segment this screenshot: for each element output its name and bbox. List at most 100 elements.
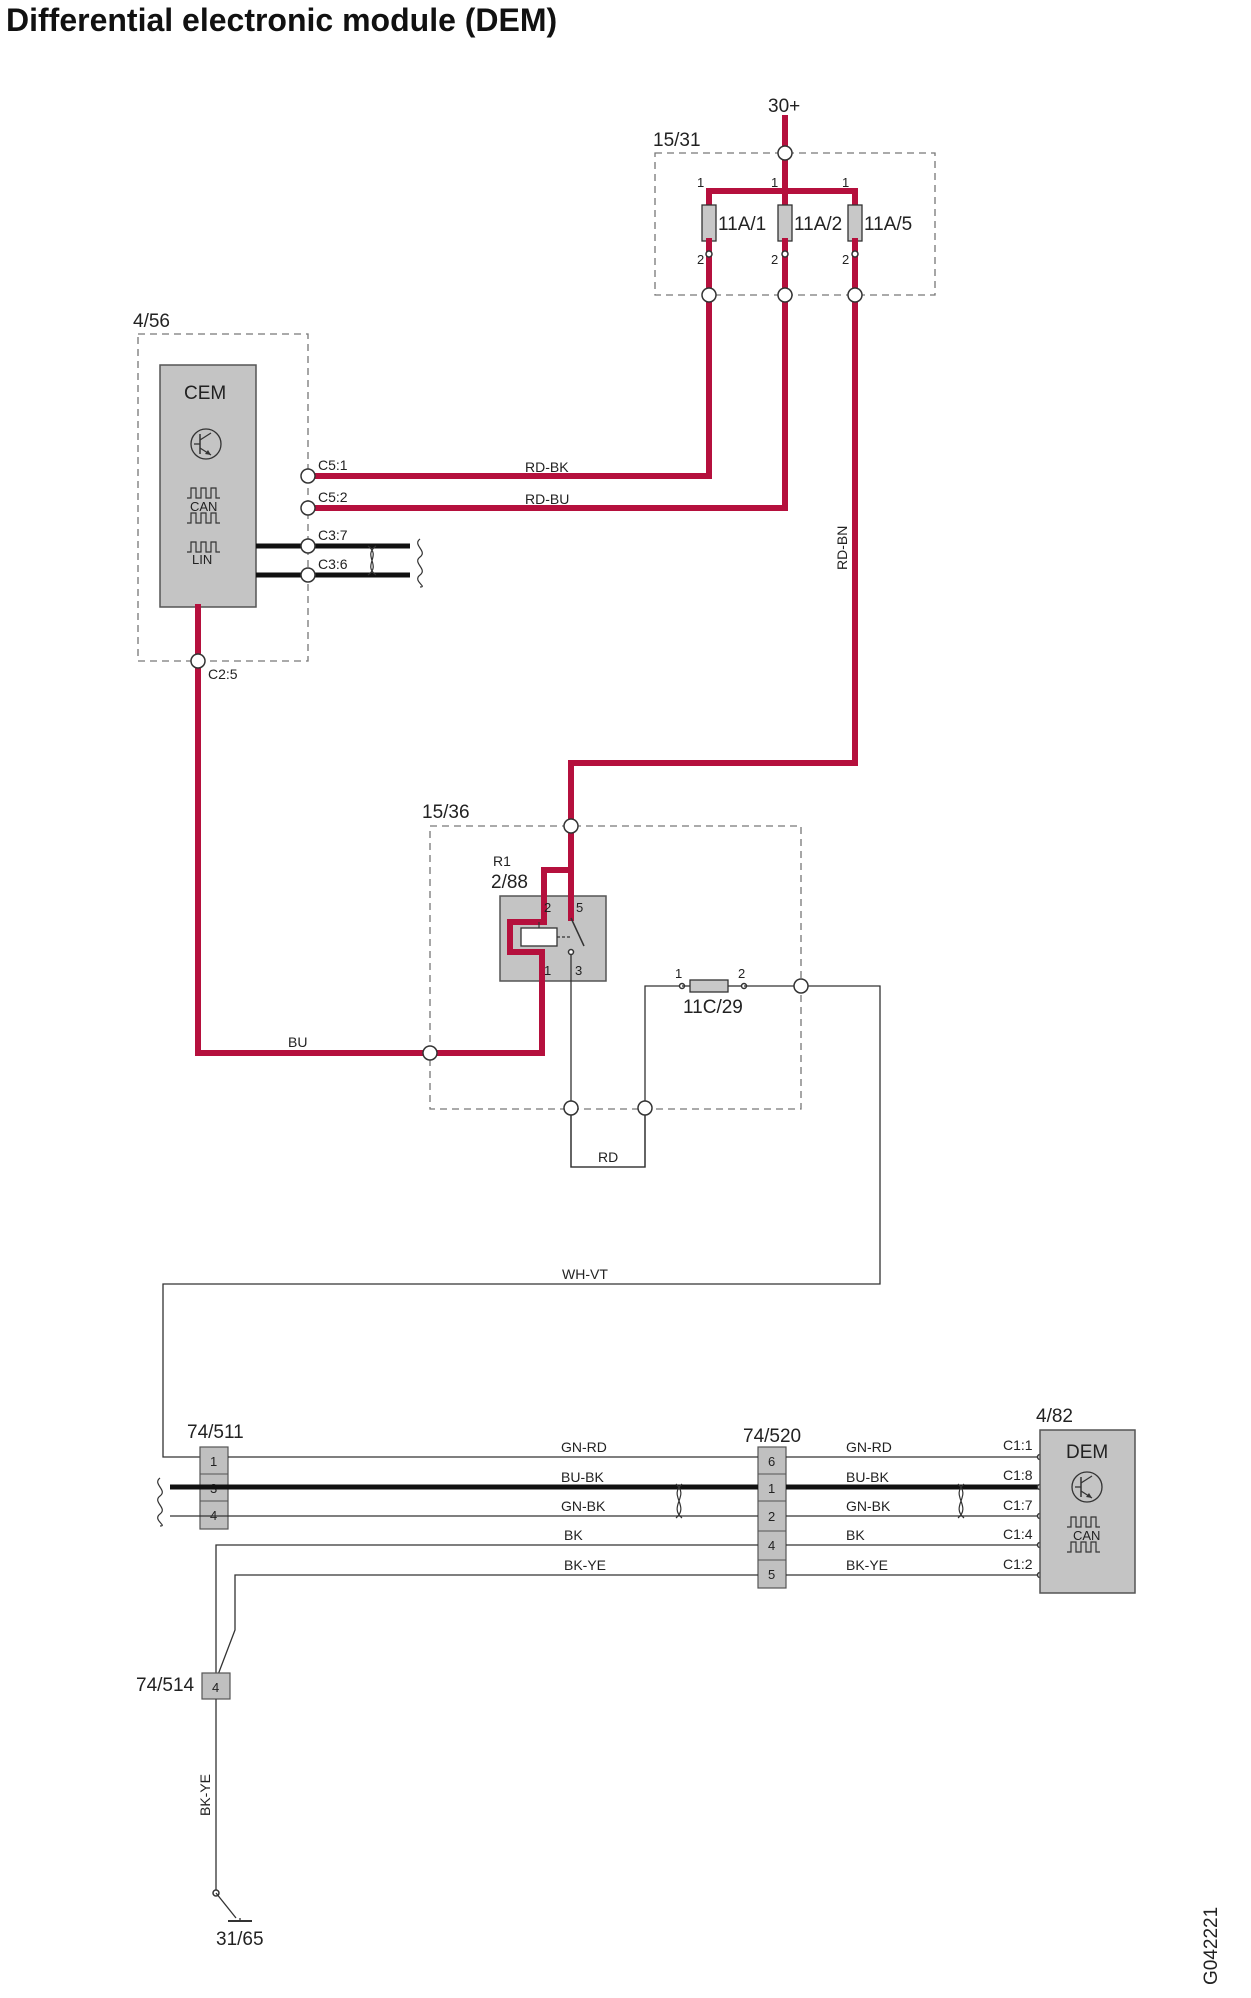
relay-box-node-right xyxy=(793,978,809,994)
twisted-pair-icon xyxy=(957,1483,965,1519)
c514-pin-4: 4 xyxy=(212,1680,219,1695)
fuse-11a5 xyxy=(847,204,863,242)
connector-74-514 xyxy=(201,1672,231,1700)
page-title: Differential electronic module (DEM) xyxy=(6,2,558,38)
wire-gn-rd-label-right: GN-RD xyxy=(846,1439,892,1455)
transistor-icon xyxy=(190,428,222,460)
dem-pin-c1-4: C1:4 xyxy=(1003,1526,1033,1542)
wire-rd-bn-label: RD-BN xyxy=(834,526,850,570)
wire-bu-bk-label-right: BU-BK xyxy=(846,1469,889,1485)
relay-coil xyxy=(520,927,558,947)
node-fuse-11a2 xyxy=(777,287,793,303)
fuse-pin-bottom-3: 2 xyxy=(842,252,849,267)
c520-pin-2: 2 xyxy=(768,1509,775,1524)
cem-pin-c3-7-label: C3:7 xyxy=(318,527,348,543)
wire-bk-label-left: BK xyxy=(564,1527,583,1543)
figure-code: G042221 xyxy=(1201,1907,1222,1985)
fuse-11c29-pin-1: 1 xyxy=(675,966,682,981)
dem-pin-c1-8: C1:8 xyxy=(1003,1467,1033,1483)
ground-label: 31/65 xyxy=(216,1929,264,1950)
connector-74-520-id: 74/520 xyxy=(743,1426,801,1447)
cem-box xyxy=(137,333,309,662)
wire-gn-rd-label-left: GN-RD xyxy=(561,1439,607,1455)
fuse-11c29 xyxy=(689,979,729,993)
cem-pin-c3-6-label: C3:6 xyxy=(318,556,348,572)
dem-module xyxy=(1039,1429,1136,1594)
relay-box-node-top xyxy=(563,818,579,834)
node-fuse-11a1 xyxy=(701,287,717,303)
cem-box-id: 4/56 xyxy=(133,311,170,332)
relay-pin-2: 2 xyxy=(544,900,551,915)
node-fuse-11a5 xyxy=(847,287,863,303)
fuse-box-15-31 xyxy=(654,152,936,296)
cem-pin-c3-7 xyxy=(300,538,316,554)
cem-lin-label: LIN xyxy=(192,552,212,567)
dem-pin-c1-1: C1:1 xyxy=(1003,1437,1033,1453)
lin-signal-icon xyxy=(187,541,220,553)
connector-74-514-id: 74/514 xyxy=(136,1675,195,1696)
connector-74-511-id: 74/511 xyxy=(187,1422,244,1443)
cem-pin-c2-5-label: C2:5 xyxy=(208,666,238,682)
relay-box-id: 15/36 xyxy=(422,802,470,823)
break-icon xyxy=(417,538,423,588)
can-signal-icon xyxy=(187,487,220,524)
relay-pin-1: 1 xyxy=(544,963,551,978)
dem-can-label: CAN xyxy=(1073,1528,1100,1543)
cem-label: CEM xyxy=(184,383,226,404)
connector-74-520 xyxy=(757,1446,787,1589)
cem-pin-c3-6 xyxy=(300,567,316,583)
fuse-pin-bottom-2: 2 xyxy=(771,252,778,267)
cem-pin-c5-2 xyxy=(300,500,316,516)
twisted-pair-icon xyxy=(675,1483,683,1519)
fuse-box-id: 15/31 xyxy=(653,130,701,151)
relay-name: R1 xyxy=(493,853,511,869)
cem-pin-c5-2-label: C5:2 xyxy=(318,489,348,505)
relay-node-right xyxy=(637,1100,653,1116)
wire-bk-label-right: BK xyxy=(846,1527,865,1543)
wire-rd-bu-label: RD-BU xyxy=(525,491,569,507)
c511-pin-1: 1 xyxy=(210,1454,217,1469)
twisted-pair-icon xyxy=(367,545,377,576)
fuse-11c29-pin-2: 2 xyxy=(738,966,745,981)
relay-switch xyxy=(570,917,585,947)
fuse-pin-top-3: 1 xyxy=(842,175,849,190)
c520-pin-1: 1 xyxy=(768,1481,775,1496)
wire-bk-ye-label-left: BK-YE xyxy=(564,1557,606,1573)
c520-pin-5: 5 xyxy=(768,1567,775,1582)
supply-label: 30+ xyxy=(768,96,800,117)
fuse-pin-bottom-1: 2 xyxy=(697,252,704,267)
fuse-pin-top-1: 1 xyxy=(697,175,704,190)
fuse-11a2 xyxy=(777,204,793,242)
transistor-icon xyxy=(1071,1471,1103,1503)
fuse-11a5-label: 11A/5 xyxy=(864,214,912,235)
break-icon xyxy=(157,1477,163,1527)
node-30-plus xyxy=(777,145,793,161)
wire-gn-bk-label-left: GN-BK xyxy=(561,1498,606,1514)
wire-bu-bk-label-left: BU-BK xyxy=(561,1469,604,1485)
cem-pin-c2-5 xyxy=(190,653,206,669)
wire-rd-label: RD xyxy=(598,1149,618,1165)
cem-pin-c5-1-label: C5:1 xyxy=(318,457,348,473)
relay-pin-5: 5 xyxy=(576,900,583,915)
cem-module xyxy=(159,364,257,608)
fuse-11a2-label: 11A/2 xyxy=(794,214,842,235)
wire-bk-ye-label-right: BK-YE xyxy=(846,1557,888,1573)
dem-pin-c1-7: C1:7 xyxy=(1003,1497,1033,1513)
wire-wh-vt-label: WH-VT xyxy=(562,1266,608,1282)
relay-box xyxy=(429,825,802,1110)
relay-id: 2/88 xyxy=(491,872,528,893)
dem-label: DEM xyxy=(1066,1442,1108,1463)
relay-pin-3: 3 xyxy=(575,963,582,978)
fuse-11c29-label: 11C/29 xyxy=(683,997,743,1018)
fuse-pin-top-2: 1 xyxy=(771,175,778,190)
fuse-11a1-label: 11A/1 xyxy=(718,214,766,235)
cem-pin-c5-1 xyxy=(300,468,316,484)
c520-pin-6: 6 xyxy=(768,1454,775,1469)
wire-rd-bk-label: RD-BK xyxy=(525,459,569,475)
c520-pin-4: 4 xyxy=(768,1538,775,1553)
relay-node-left xyxy=(563,1100,579,1116)
wire-bk-ye-label-vertical: BK-YE xyxy=(197,1774,213,1816)
cem-can-label: CAN xyxy=(190,499,217,514)
can-signal-icon xyxy=(1067,1516,1100,1553)
